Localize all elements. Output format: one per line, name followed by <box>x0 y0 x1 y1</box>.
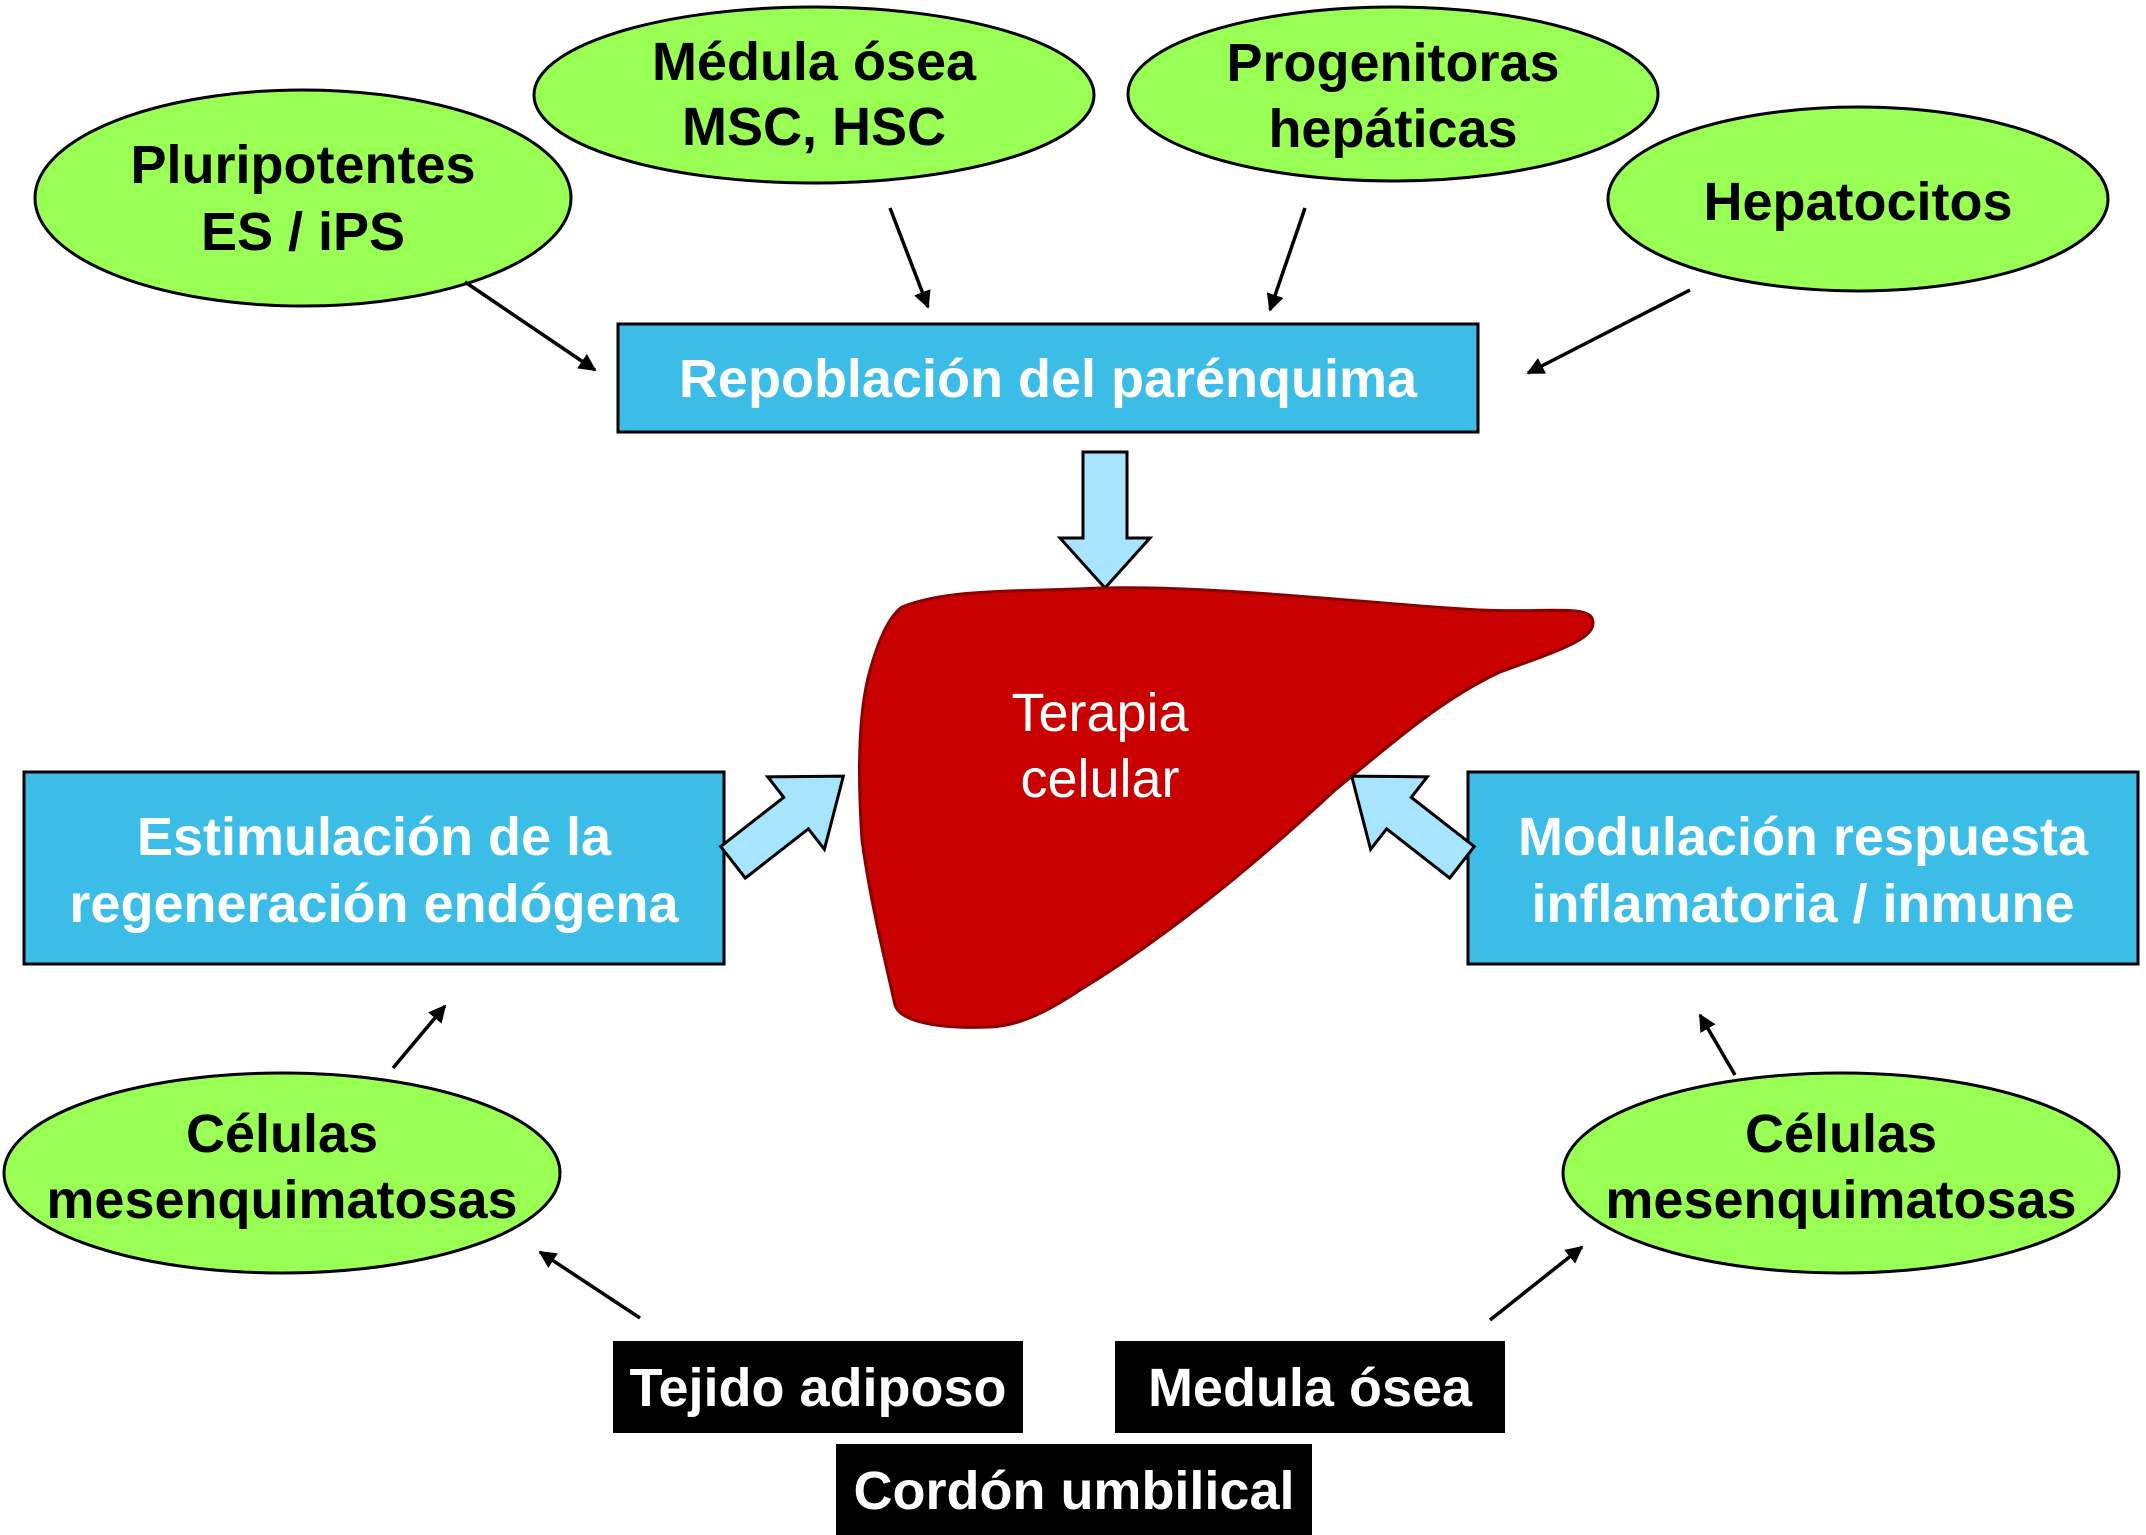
ellipse-label-line1: Células <box>186 1104 378 1164</box>
ellipse-label-line1: Pluripotentes <box>130 135 475 195</box>
box-label-line2: inflamatoria / inmune <box>1531 874 2074 934</box>
arrow-adiposo-to-mesenchymal-left <box>538 1250 641 1320</box>
arrow-progenitoras-to-repoblacion <box>1266 207 1307 312</box>
ellipse-label-line2: hepáticas <box>1268 99 1517 159</box>
box-label-line2: regeneración endógena <box>69 874 679 934</box>
box-label-line1: Estimulación de la <box>137 807 612 867</box>
ellipse-label-line2: mesenquimatosas <box>1605 1170 2076 1230</box>
ellipse-label-line2: MSC, HSC <box>682 97 946 157</box>
mesenchymal-ellipse-right: Células mesenquimatosas <box>1561 1071 2121 1275</box>
ellipse-label-line1: Hepatocitos <box>1703 172 2012 232</box>
tissue-source-medula-osea: Medula ósea <box>1115 1341 1505 1433</box>
box-label: Repoblación del parénquima <box>679 349 1418 409</box>
arrow-medula-to-repoblacion <box>888 207 931 309</box>
ellipse-label-line1: Médula ósea <box>652 32 977 92</box>
block-arrow-left-to-liver <box>718 774 846 881</box>
block-arrow-right-to-liver <box>1349 774 1477 881</box>
source-label: Cordón umbilical <box>853 1461 1294 1521</box>
ellipse-label-line2: ES / iPS <box>201 202 405 262</box>
source-label: Tejido adiposo <box>630 1358 1007 1418</box>
source-ellipse-pluripotentes: Pluripotentes ES / iPS <box>33 88 573 308</box>
mechanism-box-modulacion: Modulación respuesta inflamatoria / inmu… <box>1466 770 2140 966</box>
ellipse-label-line1: Progenitoras <box>1226 33 1559 93</box>
arrow-medula-to-mesenchymal-right <box>1488 1245 1584 1322</box>
ellipse-label-line2: mesenquimatosas <box>46 1170 517 1230</box>
mechanism-box-estimulacion: Estimulación de la regeneración endógena <box>22 770 726 966</box>
mechanism-box-repoblacion: Repoblación del parénquima <box>616 322 1480 434</box>
liver-shape: Terapia celular <box>858 586 1595 1029</box>
source-ellipse-medula-osea: Médula ósea MSC, HSC <box>532 5 1096 185</box>
ellipse-label-line1: Células <box>1745 1104 1937 1164</box>
arrow-hepatocitos-to-repoblacion <box>1526 288 1691 375</box>
source-ellipse-progenitoras: Progenitoras hepáticas <box>1126 5 1660 183</box>
block-arrow-down <box>1056 450 1154 591</box>
source-ellipse-hepatocitos: Hepatocitos <box>1606 105 2110 293</box>
arrow-pluripotentes-to-repoblacion <box>464 280 597 372</box>
mesenchymal-ellipse-left: Células mesenquimatosas <box>2 1071 562 1275</box>
tissue-source-tejido-adiposo: Tejido adiposo <box>613 1341 1023 1433</box>
center-label-line2: celular <box>1020 749 1179 809</box>
source-label: Medula ósea <box>1148 1358 1473 1418</box>
tissue-source-cordon-umbilical: Cordón umbilical <box>836 1444 1312 1535</box>
box-label-line1: Modulación respuesta <box>1518 807 2089 867</box>
arrow-mesenchymal-right-to-modulacion <box>1698 1013 1737 1076</box>
arrow-mesenchymal-left-to-estimulacion <box>391 1004 447 1070</box>
center-label-line1: Terapia <box>1011 683 1189 743</box>
